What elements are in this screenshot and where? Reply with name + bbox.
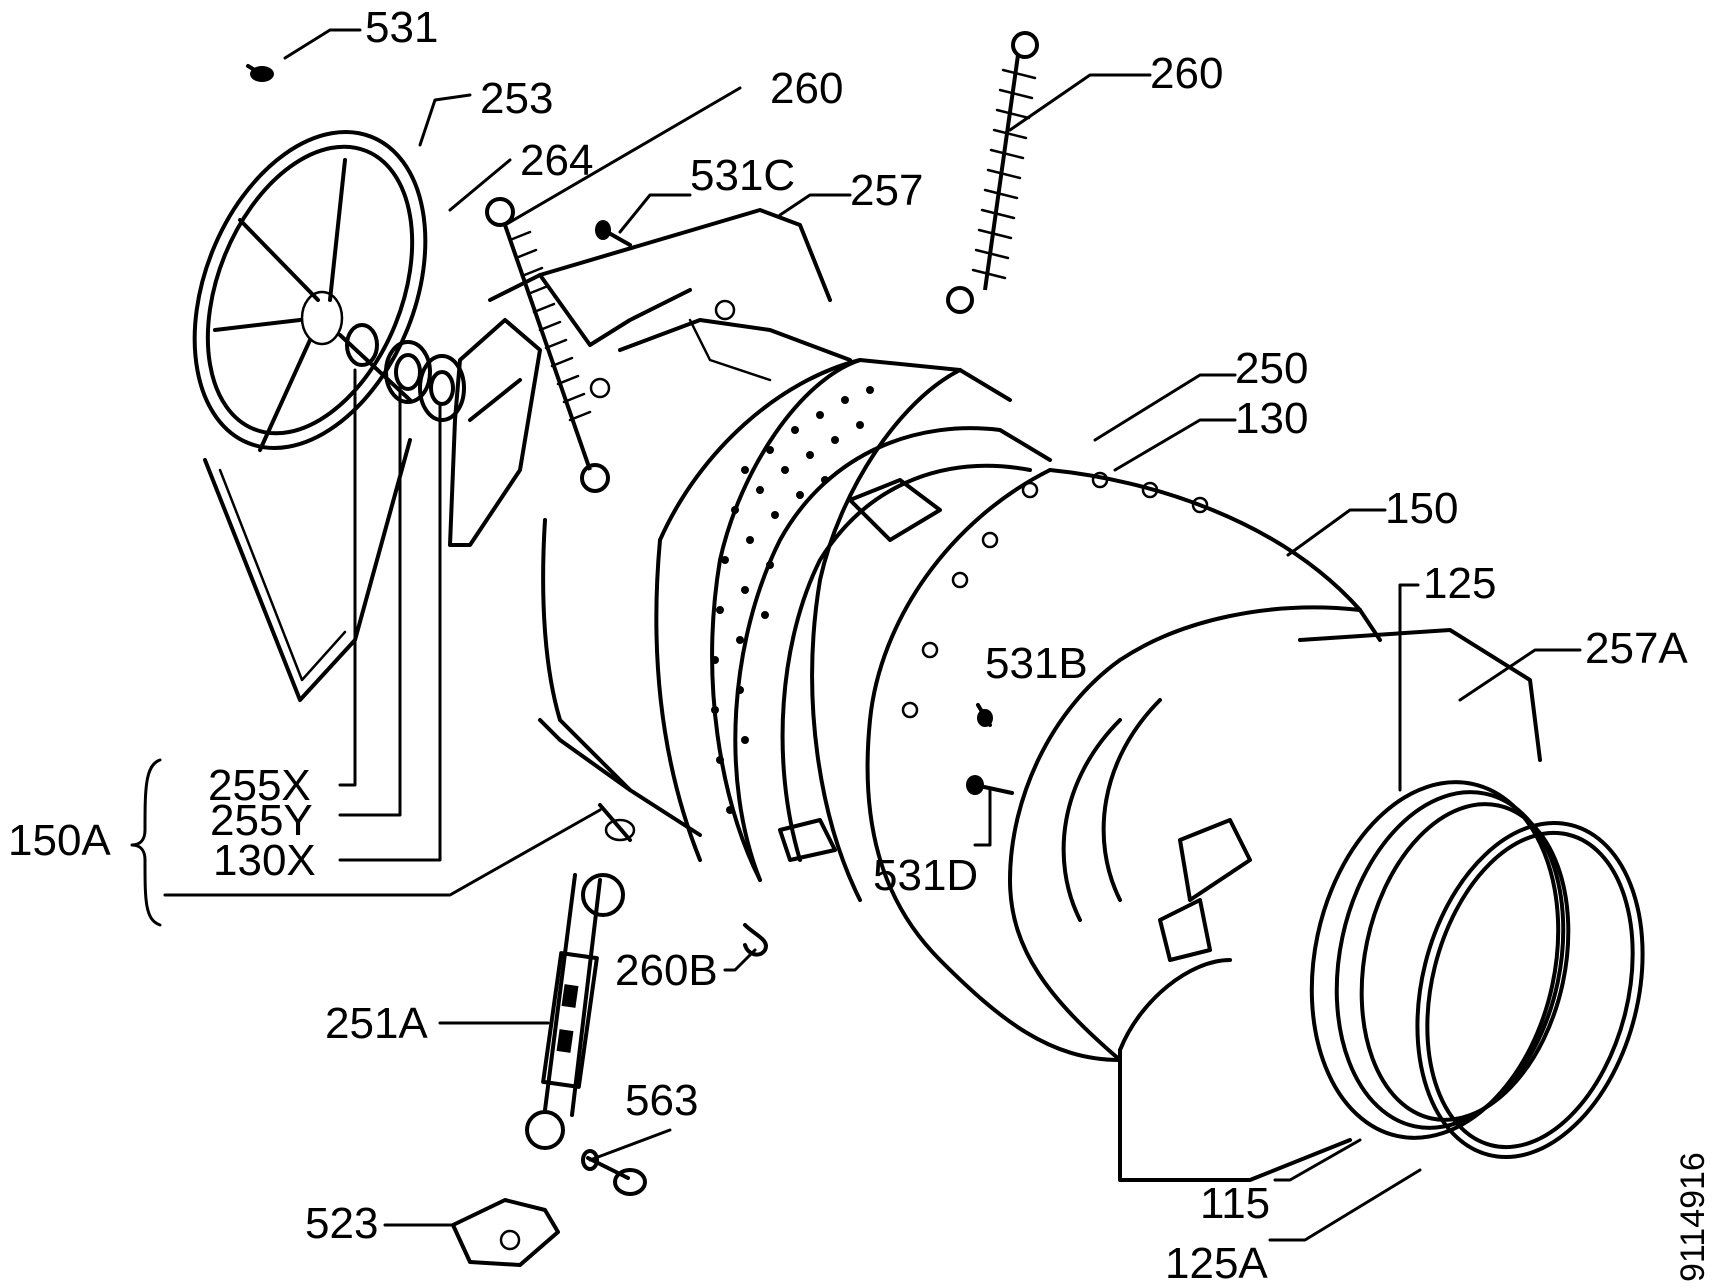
label-125: 125: [1423, 559, 1496, 608]
label-531b: 531B: [985, 639, 1088, 688]
screw-531d: [966, 775, 1014, 795]
label-531c: 531C: [690, 151, 795, 200]
screw-531b: [976, 703, 993, 727]
bracket-523: [451, 1198, 560, 1267]
label-523: 523: [305, 1199, 378, 1248]
label-253: 253: [480, 74, 553, 123]
spring-top: [946, 31, 1039, 314]
drum: [654, 358, 1052, 902]
label-255x: 255X: [208, 761, 311, 810]
bolt-563: [581, 1149, 647, 1196]
label-115: 115: [1200, 1179, 1270, 1228]
counterweight-front: [1118, 628, 1542, 1182]
spring-left: [485, 197, 610, 493]
bearings: [345, 323, 466, 422]
label-250: 250: [1235, 344, 1308, 393]
label-264: 264: [520, 136, 593, 185]
label-531: 531: [365, 3, 438, 52]
screw-531: [246, 64, 274, 82]
label-150: 150: [1385, 484, 1458, 533]
label-260b: 260B: [615, 946, 718, 995]
label-251a: 251A: [325, 999, 428, 1048]
label-130x: 130X: [213, 836, 316, 885]
tub-front-half: [865, 468, 1382, 1062]
label-257a: 257A: [1585, 624, 1688, 673]
drawing: [192, 31, 1645, 1267]
label-130: 130: [1235, 394, 1308, 443]
label-255y: 255Y: [210, 796, 313, 845]
label-150a: 150A: [8, 816, 111, 865]
label-563: 563: [625, 1076, 698, 1125]
label-531d: 531D: [873, 851, 978, 900]
screw-531c: [595, 220, 632, 247]
shock-absorber: [525, 873, 625, 1150]
label-260-a: 260: [770, 64, 843, 113]
leader-lines: [130, 28, 1582, 1242]
clip-260b: [743, 923, 768, 957]
label-125a: 125A: [1165, 1239, 1268, 1288]
gasket-clamp-ring: [1415, 820, 1645, 1160]
label-257: 257: [850, 166, 923, 215]
label-260-b: 260: [1150, 49, 1223, 98]
door-gasket: [1309, 780, 1571, 1140]
drawing-code: 9114916: [1674, 1152, 1712, 1282]
pulley-wheel: [192, 130, 428, 702]
labels: 531 253 260 264 531C 257 260 250 130 150…: [8, 3, 1712, 1288]
